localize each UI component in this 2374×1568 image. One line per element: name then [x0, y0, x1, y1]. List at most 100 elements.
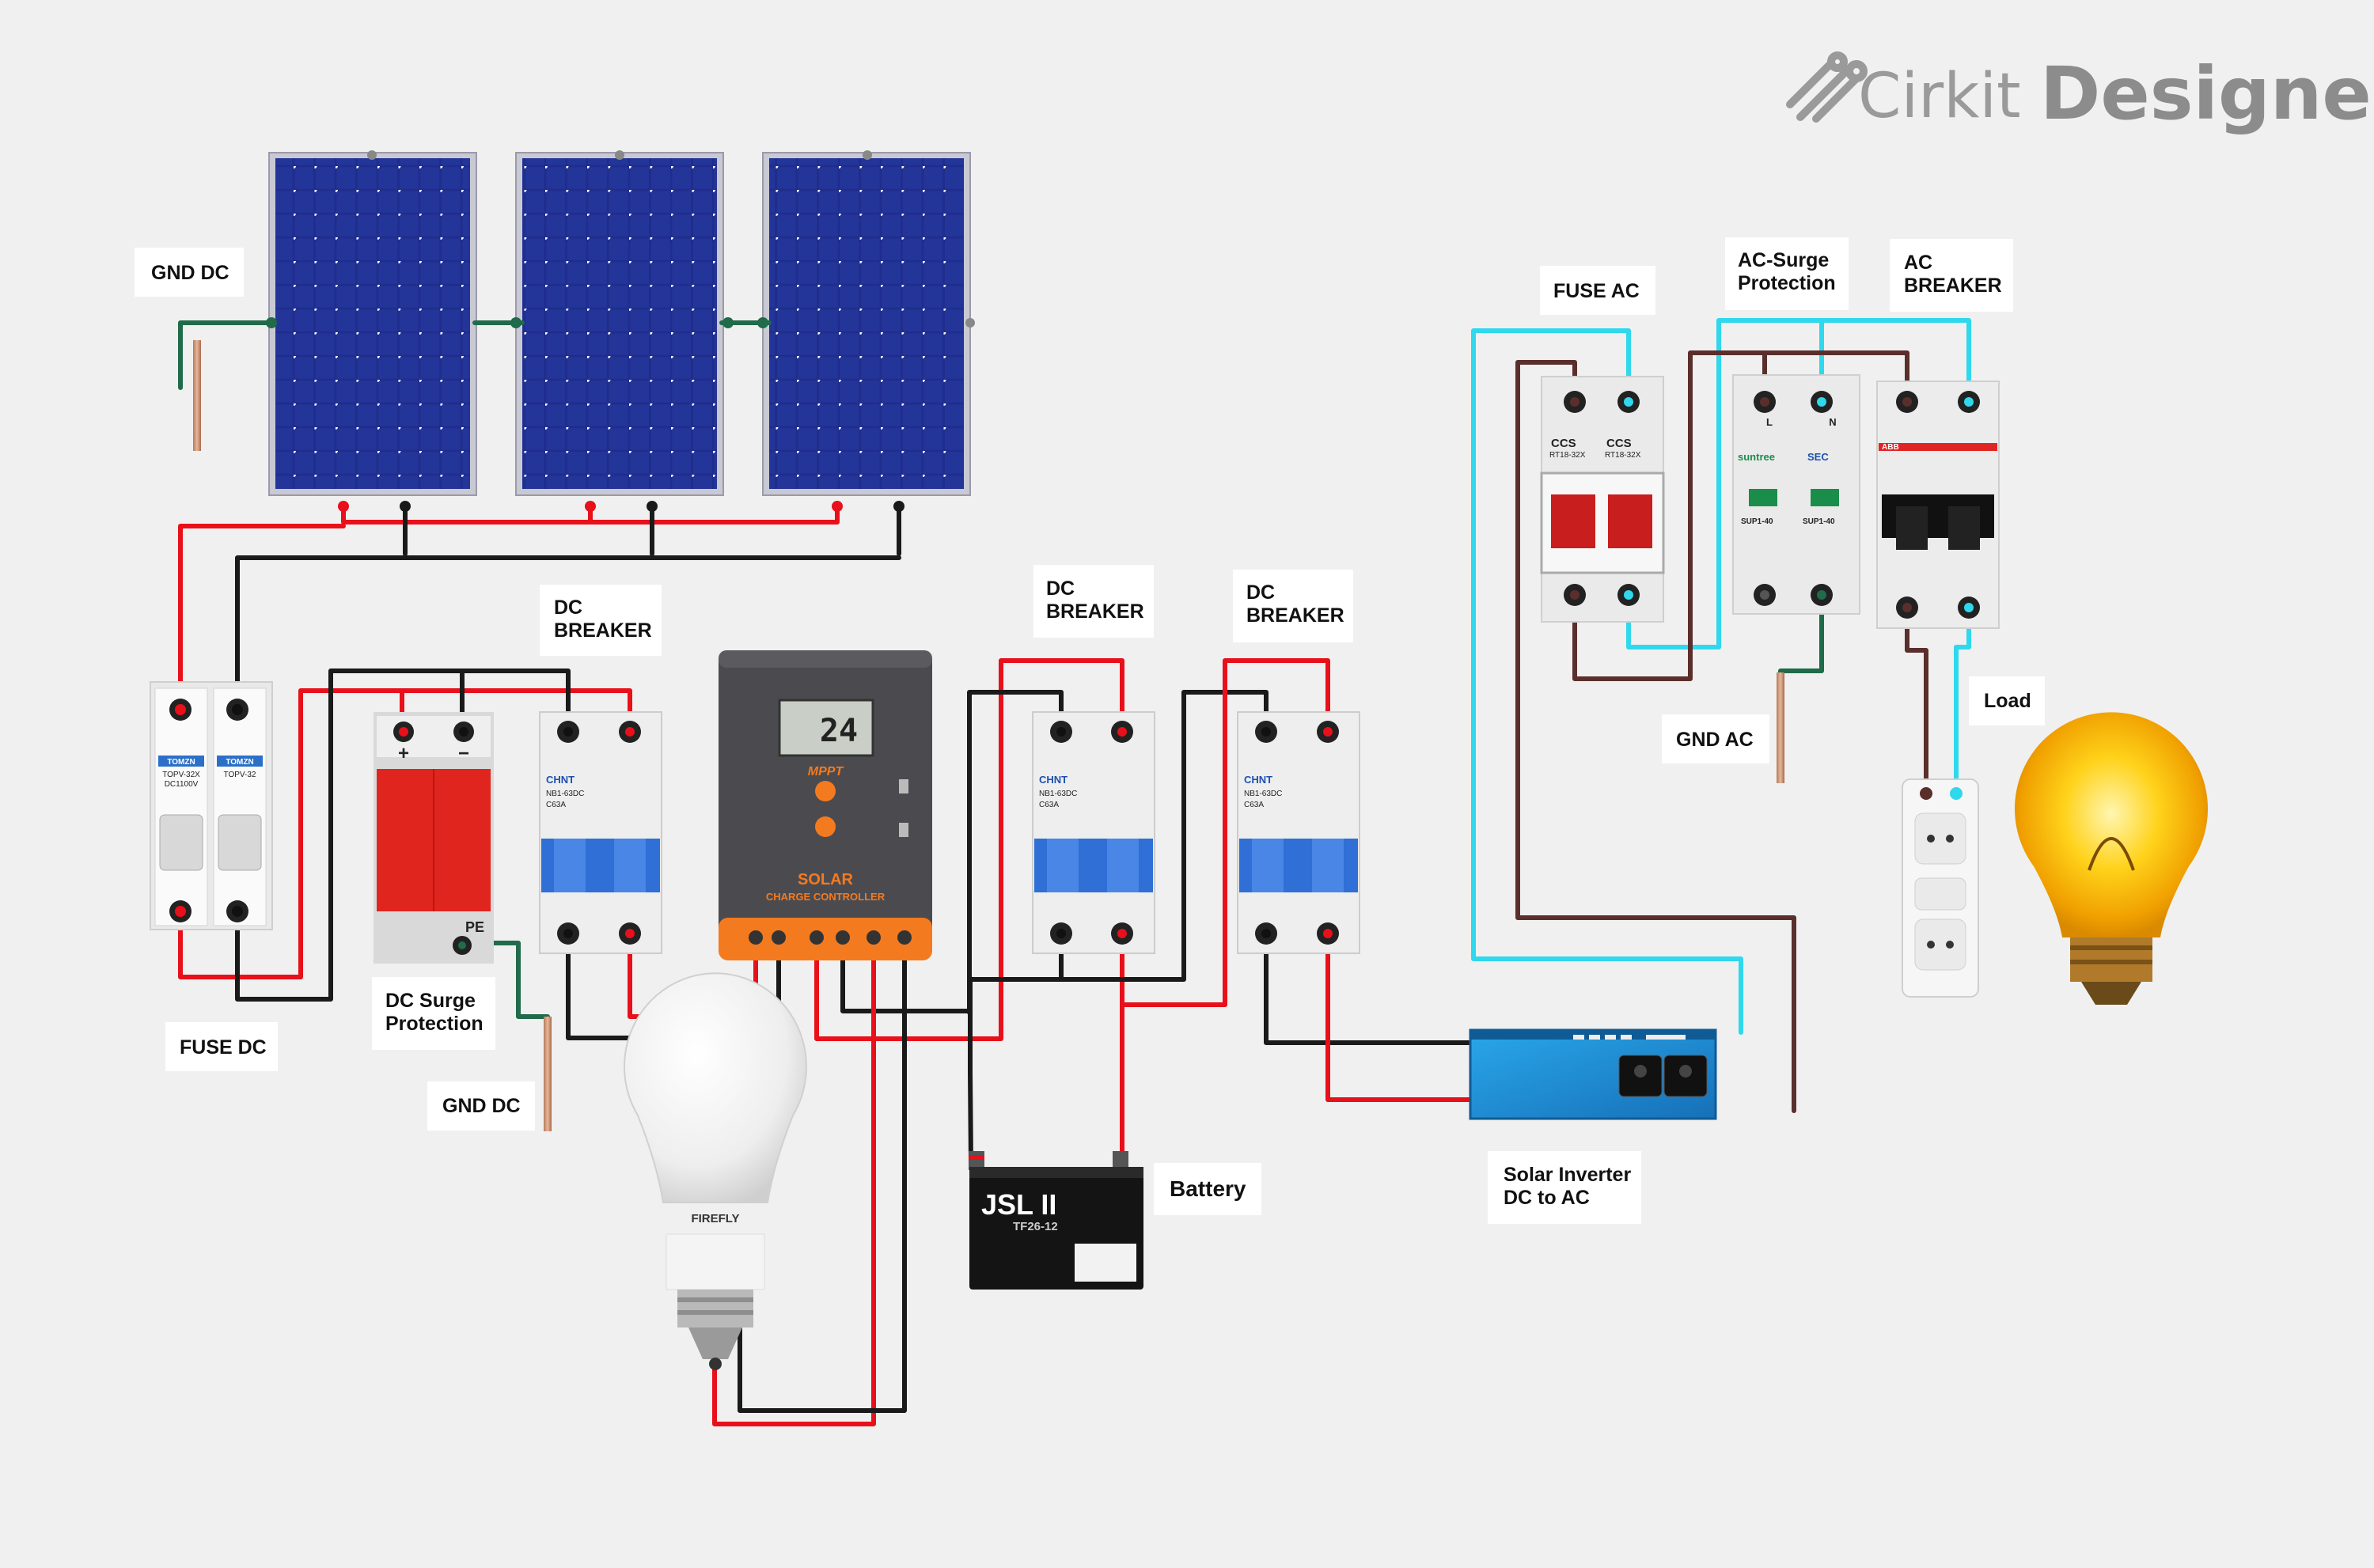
wire-fuse-ac-to-breaker-l: [1572, 350, 1909, 681]
fuse-dc-model-b: TOPV-32: [224, 771, 256, 779]
ac-spd-brand-b: SEC: [1807, 451, 1829, 463]
svg-text:Protection: Protection: [385, 1013, 484, 1035]
wire-breaker3-to-inverter-pos: [1325, 931, 1474, 1102]
breaker-1-model: NB1-63DC: [546, 790, 584, 798]
svg-text:BREAKER: BREAKER: [1246, 604, 1344, 627]
cirkit-logo-icon: [1786, 51, 1868, 123]
svg-text:AC: AC: [1904, 252, 1932, 274]
svg-text:Protection: Protection: [1738, 272, 1836, 294]
ground-rod-ac: [1777, 672, 1784, 783]
svg-text:FUSE DC: FUSE DC: [180, 1036, 267, 1059]
mppt-cc-label: CHARGE CONTROLLER: [766, 891, 886, 903]
svg-text:GND DC: GND DC: [151, 262, 229, 284]
fuse-ac-model-a: RT18-32X: [1549, 451, 1586, 460]
wire-fuse-ac-to-breaker-n: [1626, 318, 1971, 650]
ac-spd-brand-a: suntree: [1738, 451, 1775, 463]
svg-text:AC-Surge: AC-Surge: [1738, 249, 1829, 271]
ac-spd-l-label: L: [1766, 416, 1773, 428]
ac-spd-model-a: SUP1-40: [1741, 517, 1773, 526]
labels: GND DC FUSE DC DC Surge Protection GND D…: [135, 237, 2045, 1224]
breaker-3-brand: CHNT: [1244, 774, 1272, 786]
fuse-ac[interactable]: CCS CCS RT18-32X RT18-32X: [1540, 376, 1665, 623]
ac-spd-n-label: N: [1829, 416, 1836, 428]
fuse-dc-model-a: TOPV-32X: [162, 771, 200, 779]
svg-text:Battery: Battery: [1170, 1176, 1246, 1201]
label-battery: Battery: [1154, 1163, 1261, 1215]
brand-designer: Designer: [2040, 51, 2374, 136]
mppt-set-button[interactable]: [815, 816, 836, 837]
wire-mppt-load-neg: [738, 935, 907, 1413]
wire-mppt-battery-neg: [967, 690, 1064, 1015]
svg-text:DC Surge: DC Surge: [385, 990, 476, 1012]
fuse-dc-brand-b: TOMZN: [226, 758, 253, 767]
svg-text:Load: Load: [1984, 690, 2031, 712]
svg-text:BREAKER: BREAKER: [1904, 275, 2002, 297]
label-gnd-dc-top: GND DC: [135, 248, 244, 297]
dc-breaker-2[interactable]: CHNT NB1-63DC C63A: [1032, 711, 1155, 954]
mppt-charge-controller[interactable]: 24 MPPT SOLAR CHARGE CONTROLLER: [719, 650, 932, 960]
label-fuse-ac: FUSE AC: [1540, 266, 1655, 315]
wire-panel-negative-bus: [235, 555, 901, 714]
fuse-dc-brand-a: TOMZN: [167, 758, 195, 767]
led-bulb-dc-load[interactable]: FIREFLY: [624, 972, 807, 1370]
solar-panel-2[interactable]: [515, 150, 724, 496]
ac-breaker[interactable]: ABB: [1876, 381, 2000, 629]
label-ac-surge-protection: AC-Surge Protection: [1725, 237, 1849, 310]
svg-text:DC to AC: DC to AC: [1504, 1187, 1590, 1209]
fuse-ac-model-b: RT18-32X: [1605, 451, 1641, 460]
wire-panel-positive-to-fuse: [178, 524, 346, 714]
wire-battery-to-breaker3-pos: [1120, 658, 1330, 1007]
fuse-dc-rating: DC1100V: [165, 780, 199, 789]
svg-text:BREAKER: BREAKER: [554, 619, 652, 642]
bulb-brand: FIREFLY: [691, 1212, 739, 1225]
svg-text:GND DC: GND DC: [442, 1095, 521, 1117]
wire-ac-breaker-to-load-l: [1905, 621, 1928, 782]
ac-surge-protector[interactable]: L N suntree SEC SUP1-40 SUP1-40: [1732, 374, 1860, 615]
battery[interactable]: JSL II TF26-12: [969, 1151, 1143, 1290]
breaker-3-model: NB1-63DC: [1244, 790, 1282, 798]
breaker-2-brand: CHNT: [1039, 774, 1068, 786]
solar-panel-3[interactable]: [762, 150, 971, 496]
fuse-dc[interactable]: TOMZN TOMZN TOPV-32X TOPV-32 DC1100V: [150, 681, 273, 930]
fuse-ac-brand-a: CCS: [1551, 437, 1576, 450]
mppt-up-button[interactable]: [815, 781, 836, 801]
svg-text:FUSE AC: FUSE AC: [1553, 280, 1640, 302]
wire-mppt-load-pos: [712, 935, 876, 1426]
spd-pe-label: PE: [465, 919, 484, 935]
wire-mppt-battery-pos: [814, 658, 1124, 1041]
solar-inverter[interactable]: [1469, 1028, 1717, 1120]
ac-load-socket[interactable]: [1902, 778, 1979, 998]
spd-plus-label: +: [398, 743, 409, 764]
wire-ac-breaker-to-load-n: [1954, 621, 1971, 782]
mppt-display-value: 24: [820, 713, 858, 749]
label-fuse-dc: FUSE DC: [165, 1022, 278, 1071]
label-dc-breaker-2: DC BREAKER: [1033, 565, 1154, 638]
label-gnd-dc-bottom: GND DC: [427, 1081, 535, 1131]
dc-breaker-3[interactable]: CHNT NB1-63DC C63A: [1237, 711, 1360, 954]
incandescent-bulb: [2014, 712, 2208, 1005]
label-dc-breaker-1: DC BREAKER: [540, 585, 662, 656]
ground-rod-dc-top: [193, 340, 201, 451]
wires: [178, 317, 1971, 1426]
fuse-ac-brand-b: CCS: [1606, 437, 1632, 450]
breaker-1-brand: CHNT: [546, 774, 575, 786]
svg-text:DC: DC: [1046, 578, 1075, 600]
wire-inverter-ac-l: [1515, 360, 1796, 1113]
wire-fuse-to-spd-pos: [178, 688, 404, 979]
dc-breaker-1[interactable]: CHNT NB1-63DC C63A: [539, 711, 662, 954]
svg-text:DC: DC: [1246, 581, 1275, 604]
wire-fuse-to-spd-neg: [235, 668, 465, 1002]
battery-model: TF26-12: [1013, 1220, 1058, 1233]
brand-cirkit: Cirkit: [1858, 61, 2021, 132]
dc-surge-protector[interactable]: + − PE: [374, 712, 494, 964]
mppt-title: MPPT: [808, 765, 844, 778]
spd-minus-label: −: [458, 743, 469, 764]
wire-gnd-panel-1: [178, 320, 274, 390]
label-gnd-ac: GND AC: [1662, 714, 1769, 763]
label-ac-breaker: AC BREAKER: [1890, 239, 2013, 312]
breaker-1-rating: C63A: [546, 801, 566, 809]
solar-panel-1[interactable]: [268, 150, 477, 496]
breaker-2-model: NB1-63DC: [1039, 790, 1077, 798]
label-solar-inverter: Solar Inverter DC to AC: [1488, 1151, 1641, 1224]
